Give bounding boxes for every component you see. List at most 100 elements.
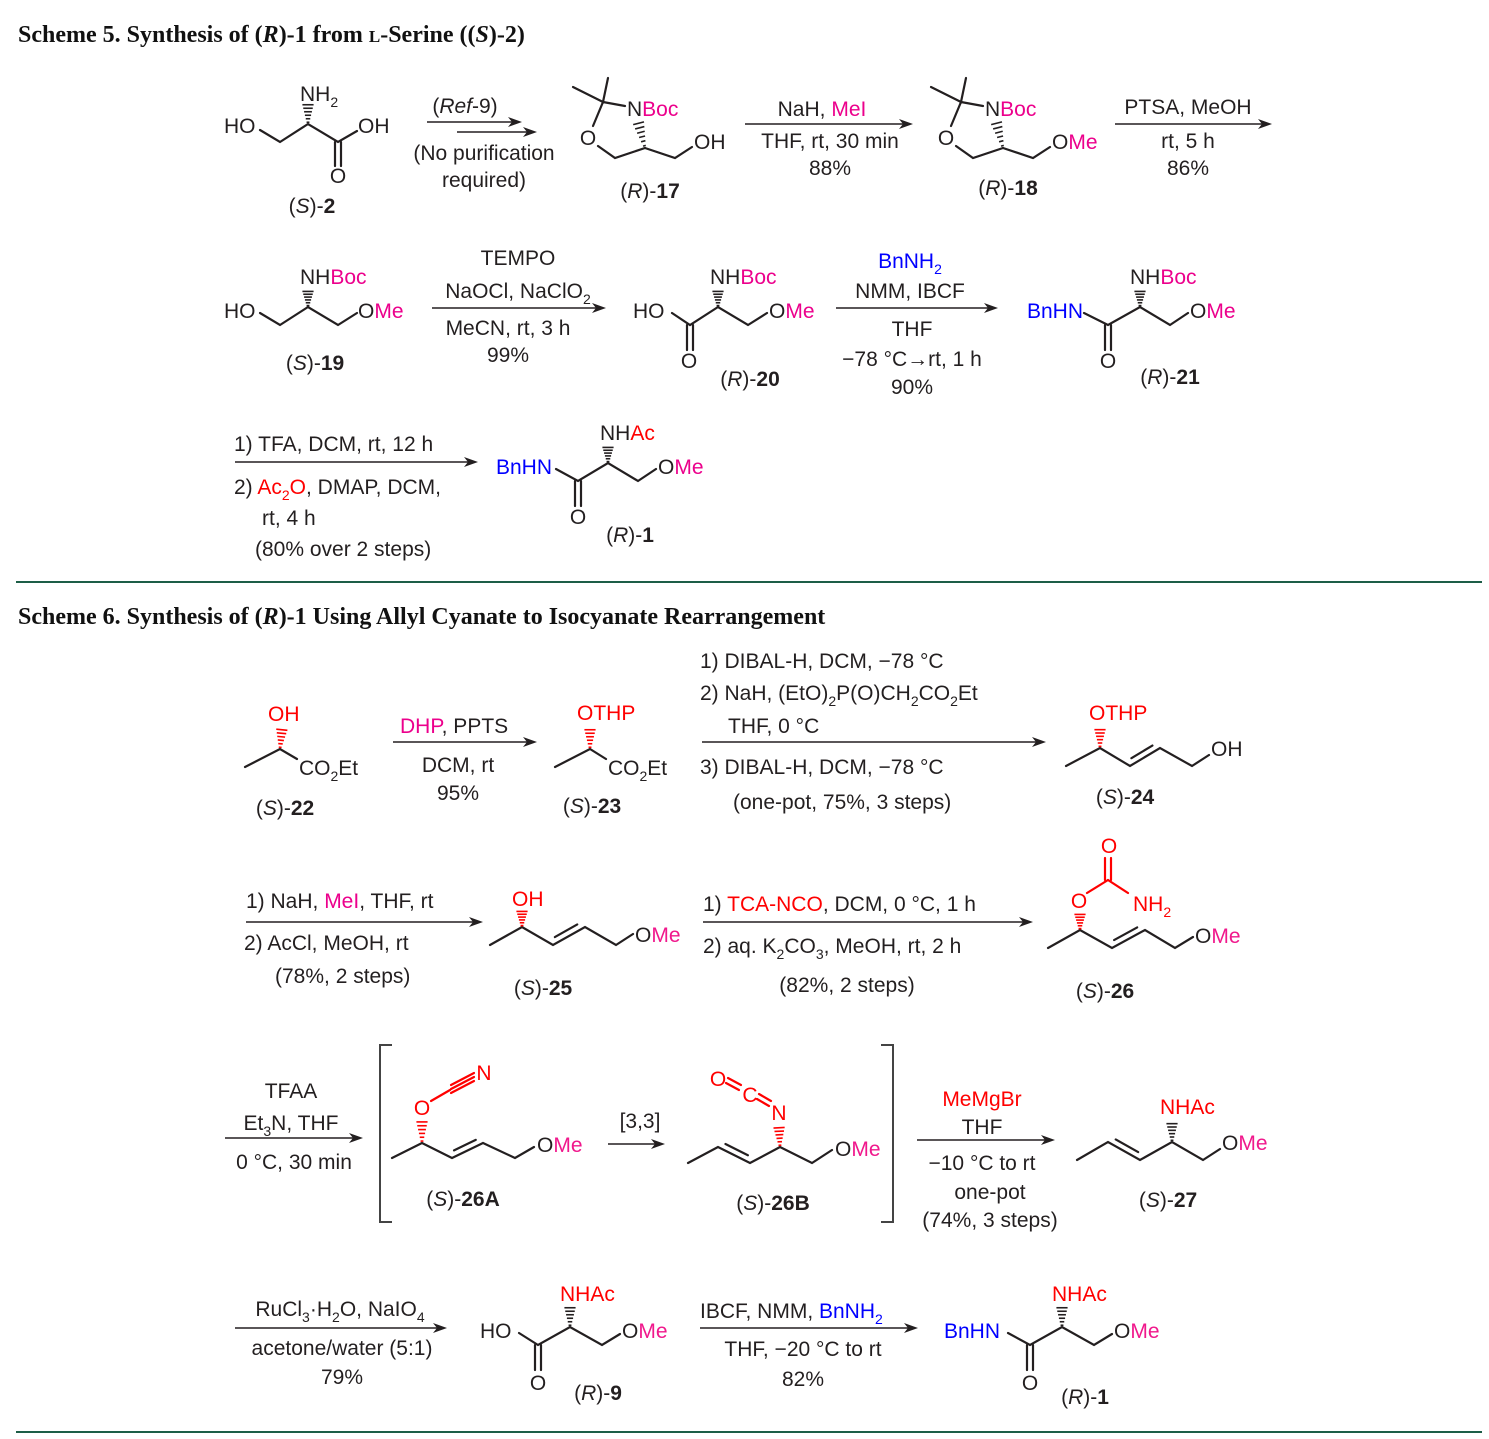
text-segment: TFAA [265, 1080, 318, 1103]
text-segment: MeCN, rt, 3 h [446, 317, 571, 340]
text-segment: R [627, 180, 642, 203]
atom-label-s9-ho: HO [480, 1320, 512, 1343]
text-segment: NHAc [560, 1283, 615, 1306]
bond [488, 925, 635, 947]
text-segment: CO [299, 757, 331, 780]
atom-label-s1-bnhn: BnHN [944, 1320, 1000, 1343]
text-segment: R [613, 524, 628, 547]
text-segment: S [1083, 980, 1097, 1003]
reaction-condition-nopur2: required) [442, 169, 526, 192]
text-segment: TEMPO [481, 247, 556, 270]
reaction-condition-r1b: DCM, rt [422, 754, 494, 777]
compound-label-26a: (S)-26A [426, 1188, 500, 1211]
scheme-5: Scheme 5. Synthesis of (R)-1 from L-Seri… [18, 22, 1272, 561]
hashed-wedge-bond [1056, 1306, 1068, 1327]
text-segment: NHAc [1160, 1096, 1215, 1119]
text-segment: MeMgBr [942, 1088, 1021, 1111]
atom-label-s2-oh: OH [358, 115, 390, 138]
scheme-6: Scheme 6. Synthesis of (R)-1 Using Allyl… [18, 604, 1268, 1409]
atom-label-s18-nboc: NBoc [985, 98, 1036, 121]
double-bond-inner [724, 1142, 749, 1157]
text-segment: THF [892, 318, 933, 341]
text-segment: 1) NaH, [246, 890, 324, 913]
text-segment: ( [563, 795, 570, 818]
text-segment: 19 [321, 352, 344, 375]
text-segment: OTHP [1089, 702, 1147, 725]
text-segment: 2 [777, 946, 785, 962]
bond [1106, 878, 1130, 895]
reaction-condition-r2b: 2) NaH, (EtO)2P(O)CH2CO2Et [700, 682, 978, 709]
reaction-condition-r7c: −10 °C to rt [928, 1152, 1035, 1175]
text-segment: 9 [610, 1382, 622, 1405]
bond [686, 1145, 834, 1165]
text-segment: 25 [549, 977, 573, 1000]
text-segment: Boc [1160, 266, 1196, 289]
compound-label-20: (R)-20 [720, 368, 780, 391]
text-segment: Et [338, 757, 358, 780]
text-segment: Boc [740, 266, 776, 289]
bond [390, 1141, 536, 1160]
atom-label-s21-ome: OMe [1190, 300, 1236, 323]
text-segment: 2 [1163, 904, 1171, 920]
text-segment: O [580, 127, 596, 150]
reaction-arrow [917, 1135, 1055, 1145]
bond [601, 100, 627, 108]
atom-label-s18-ome: OMe [1052, 131, 1098, 154]
bond [243, 747, 299, 769]
text-segment: )- [757, 1192, 771, 1215]
text-segment: ( [978, 177, 985, 200]
reaction-condition-r4c: (82%, 2 steps) [779, 974, 914, 997]
text-segment: 2 [911, 693, 919, 709]
text-segment: Ac [257, 476, 282, 499]
text-segment: 86% [1167, 157, 1209, 180]
text-segment: 99% [487, 344, 529, 367]
compound-label-26: (S)-26 [1076, 980, 1134, 1003]
atom-label-s21-nhboc: NHBoc [1130, 266, 1197, 289]
text-segment: O [681, 350, 697, 373]
text-segment: Me [1211, 925, 1240, 948]
bond [724, 1081, 741, 1092]
reaction-condition-r5a: TFAA [265, 1080, 318, 1103]
atom-label-s2-o: O [330, 165, 346, 188]
bond [929, 76, 968, 104]
reaction-condition-r5a: BnNH2 [878, 250, 942, 277]
atom-label-s18-o: O [938, 127, 954, 150]
reaction-condition-r1a: DHP, PPTS [400, 715, 508, 738]
atom-label-s9-nhac: NHAc [560, 1283, 615, 1306]
atom-label-s26-oc: O [1101, 835, 1117, 858]
text-segment: OH [512, 888, 544, 911]
text-segment: NH [300, 266, 330, 289]
atom-label-s1-ome: OMe [1114, 1320, 1160, 1343]
reaction-arrow [608, 1139, 665, 1149]
hashed-wedge-bond [773, 1126, 785, 1147]
text-segment: 95% [437, 782, 479, 805]
text-segment: one-pot [954, 1181, 1025, 1204]
bond [1085, 878, 1110, 895]
text-segment: R [1147, 366, 1162, 389]
text-segment: O [570, 506, 586, 529]
text-segment: Me [374, 300, 403, 323]
bond [429, 1088, 452, 1103]
text-segment: 1 [642, 524, 654, 547]
text-segment: NH [1133, 893, 1163, 916]
text-segment: rt, 5 h [1161, 130, 1215, 153]
text-segment: 2 [828, 693, 836, 709]
text-segment: R [262, 604, 279, 630]
bond [757, 1092, 773, 1103]
text-segment: Me [1238, 1132, 1267, 1155]
hashed-wedge-bond [276, 728, 288, 749]
text-segment: R [262, 22, 279, 48]
bond [1075, 1140, 1222, 1162]
text-segment: Boc [642, 98, 678, 121]
reaction-condition-r5b: Et3N, THF [244, 1112, 339, 1139]
reaction-condition-r5b: NMM, IBCF [855, 280, 965, 303]
text-segment: L [369, 27, 380, 46]
text-segment: S [1103, 786, 1117, 809]
text-segment: ( [289, 195, 296, 218]
bond [1046, 928, 1195, 950]
text-segment: Me [1068, 131, 1097, 154]
text-segment: Me [851, 1138, 880, 1161]
text-segment: OH [268, 703, 300, 726]
hashed-wedge-bond [584, 728, 596, 749]
